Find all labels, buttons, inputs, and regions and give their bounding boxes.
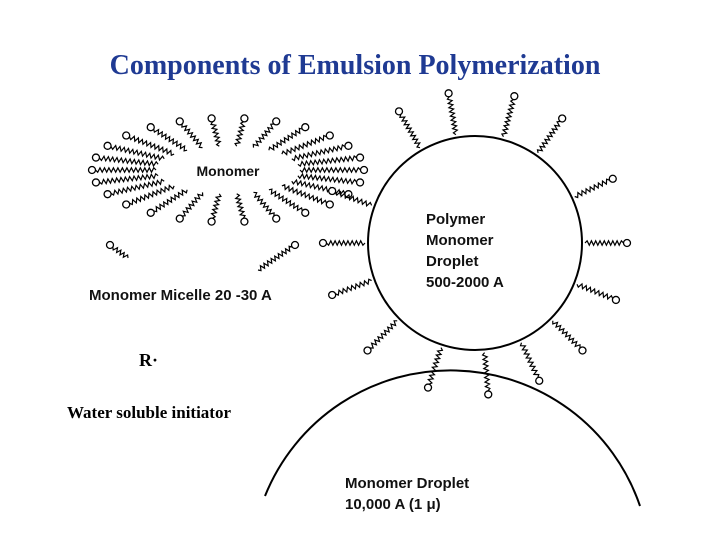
droplet-label-line-4: 500-2000 A [426, 274, 504, 291]
micelle-surfactant [146, 189, 188, 217]
micelle-surfactant [297, 172, 365, 187]
micelle-surfactant [234, 193, 249, 226]
micelle-caption: Monomer Micelle 20 -30 A [89, 287, 272, 304]
micelle-surfactant [299, 165, 369, 175]
droplet-surfactant [423, 347, 444, 392]
droplet-surfactant [328, 186, 373, 208]
micelle-surfactant [268, 188, 310, 217]
monomer-droplet-label-2: 10,000 A (1 μ) [345, 496, 441, 513]
micelle-surfactant [291, 141, 353, 162]
micelle-surfactant [175, 117, 203, 149]
droplet-surfactant [552, 320, 587, 355]
micelle-surfactant [91, 172, 159, 187]
micelle-surfactant [268, 123, 310, 151]
initiator-label: Water soluble initiator [67, 403, 231, 422]
initiator-symbol: R· [139, 350, 158, 370]
droplet-surfactant [363, 320, 398, 355]
droplet-label-line-3: Droplet [426, 253, 479, 270]
polymer-droplet-surfactants [318, 89, 632, 399]
micelle-surfactant [207, 193, 222, 226]
polymer-droplet-circle [367, 135, 583, 351]
droplet-surfactant [576, 282, 621, 305]
micelle-surfactant [91, 153, 159, 168]
droplet-surfactant [519, 342, 544, 385]
micelle-surfactant [146, 123, 188, 152]
micelle-surfactant [207, 114, 222, 147]
micelle-surfactant [103, 178, 165, 199]
monomer-micelle [87, 114, 369, 272]
droplet-surfactant [584, 238, 632, 248]
droplet-label-line-2: Monomer [426, 232, 494, 249]
micelle-surfactant [234, 114, 249, 147]
micelle-surfactant [253, 191, 281, 223]
droplet-surfactant [536, 114, 567, 154]
slide-title: Components of Emulsion Polymerization [109, 50, 601, 81]
micelle-surfactant [122, 184, 175, 209]
droplet-surfactant [318, 238, 366, 248]
monomer-droplet-label-1: Monomer Droplet [345, 475, 469, 492]
free-surfactant [257, 240, 300, 272]
droplet-surfactant [328, 278, 372, 300]
micelle-surfactant [252, 117, 281, 148]
micelle-surfactant [122, 131, 175, 157]
micelle-center-label: Monomer [197, 163, 261, 179]
micelle-surfactant [281, 183, 334, 209]
droplet-surfactant [574, 174, 617, 199]
micelle-surfactant [297, 153, 365, 168]
micelle-surfactant [281, 131, 334, 156]
monomer-droplet-arc [264, 369, 641, 507]
droplet-surfactant [444, 89, 459, 136]
droplet-surfactant [481, 352, 493, 399]
micelle-surfactant [175, 192, 204, 223]
droplet-surfactant [394, 107, 422, 149]
droplet-surfactant [500, 92, 519, 138]
micelle-surfactant [103, 141, 165, 162]
droplet-label-line-1: Polymer [426, 211, 485, 228]
micelle-surfactant [87, 165, 157, 175]
free-surfactant [105, 240, 129, 259]
